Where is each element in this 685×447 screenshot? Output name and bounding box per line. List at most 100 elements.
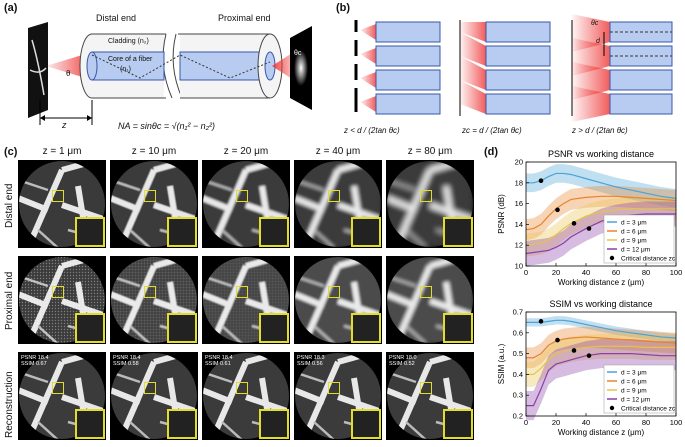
psnr-value: PSNR 18.4 (205, 355, 233, 361)
column-header: z = 80 μm (407, 146, 453, 157)
x-tick-label: 40 (582, 268, 590, 277)
x-tick-label: 20 (552, 418, 560, 427)
z-label: z (62, 120, 67, 130)
critical-point (586, 353, 592, 358)
zoom-inset (351, 217, 381, 247)
zoom-inset (167, 313, 197, 343)
critical-point (555, 207, 560, 213)
theta-c-label: θc (294, 50, 302, 57)
row-label: Reconstruction (4, 371, 15, 438)
roi-box (328, 286, 340, 298)
column-header: z = 40 μm (315, 146, 361, 157)
roi-box (328, 382, 340, 394)
column-header: z = 1 μm (42, 146, 82, 157)
legend-label: d = 9 μm (621, 238, 647, 245)
y-tick-label: 0.3 (513, 391, 523, 400)
zoom-inset (351, 409, 381, 439)
psnr-value: PSNR 18.4 (21, 355, 49, 361)
row-label: Proximal end (4, 271, 15, 330)
fiber-bundle-diagram (354, 14, 673, 122)
y-tick-label: 14 (515, 220, 523, 229)
y-tick-label: 0.4 (513, 370, 523, 379)
y-tick-label: 18 (515, 178, 523, 187)
ssim-value: SSIM 0.67 (21, 361, 47, 367)
plot-frame (525, 311, 677, 417)
panel-b-label: (b) (336, 2, 351, 14)
legend-box (603, 214, 675, 264)
ssim-value: SSIM 0.52 (389, 361, 415, 367)
theta-label: θ (66, 69, 71, 78)
image-tile (18, 256, 106, 344)
image-tile (110, 256, 198, 344)
critical-point (555, 337, 560, 343)
zoom-inset (75, 217, 105, 247)
chart-title: PSNR vs working distance (548, 149, 654, 159)
series-line (525, 213, 676, 255)
zoom-inset (351, 313, 381, 343)
image-tile (110, 160, 198, 248)
core-index-label: (n₁) (120, 66, 131, 73)
roi-box (144, 190, 156, 202)
psnr-value: PSNR 18.3 (297, 355, 325, 361)
image-tile (18, 160, 106, 248)
series-line (525, 208, 676, 246)
zoom-inset (75, 409, 105, 439)
y-tick-label: 0.7 (513, 308, 523, 317)
roi-box (328, 190, 340, 202)
ssim-value: SSIM 0.61 (205, 361, 231, 367)
image-tile (386, 256, 474, 344)
column-header: z = 20 μm (223, 146, 269, 157)
caption-above-critical: z > d / (2tan θc) (572, 126, 628, 135)
zoom-inset (443, 409, 473, 439)
legend-swatch (609, 405, 615, 411)
legend-label: d = 6 μm (621, 229, 647, 236)
x-tick-label: 40 (582, 418, 590, 427)
series-line (526, 345, 676, 375)
x-tick-label: 60 (612, 418, 620, 427)
legend-label: d = 3 μm (621, 370, 647, 377)
critical-point (538, 319, 544, 324)
zoom-inset (443, 217, 473, 247)
legend-label: Critical distance zc (621, 256, 676, 263)
d-label: d (596, 38, 600, 45)
series-band (526, 197, 676, 257)
psnr-value: PSNR 18.4 (113, 355, 141, 361)
roi-box (144, 286, 156, 298)
y-tick-label: 10 (515, 262, 523, 271)
series-band (526, 326, 676, 369)
legend-label: Critical distance zc (621, 406, 676, 413)
series-line (526, 353, 676, 407)
legend-swatch (609, 255, 615, 261)
caption-critical: zc = d / (2tan θc) (462, 126, 522, 135)
column-header: z = 10 μm (131, 146, 177, 157)
critical-point (571, 348, 577, 353)
x-tick-label: 80 (642, 418, 650, 427)
roi-box (236, 190, 248, 202)
theta-c-b-label: θc (591, 20, 599, 27)
core-label: Core of a fiber (108, 56, 153, 63)
roi-box (236, 286, 248, 298)
zoom-inset (259, 313, 289, 343)
x-tick-label: 100 (670, 418, 683, 427)
y-tick-label: 12 (515, 241, 523, 250)
legend-label: d = 6 μm (621, 379, 647, 386)
legend-label: d = 3 μm (621, 220, 647, 227)
image-tile (202, 256, 290, 344)
series-band (526, 339, 676, 421)
roi-box (420, 190, 432, 202)
roi-box (236, 382, 248, 394)
roi-box (52, 190, 64, 202)
panel-d-label: (d) (484, 146, 499, 158)
y-tick-label: 16 (515, 199, 523, 208)
series-band (526, 164, 676, 208)
critical-point (571, 221, 577, 226)
y-tick-label: 0.5 (513, 349, 523, 358)
